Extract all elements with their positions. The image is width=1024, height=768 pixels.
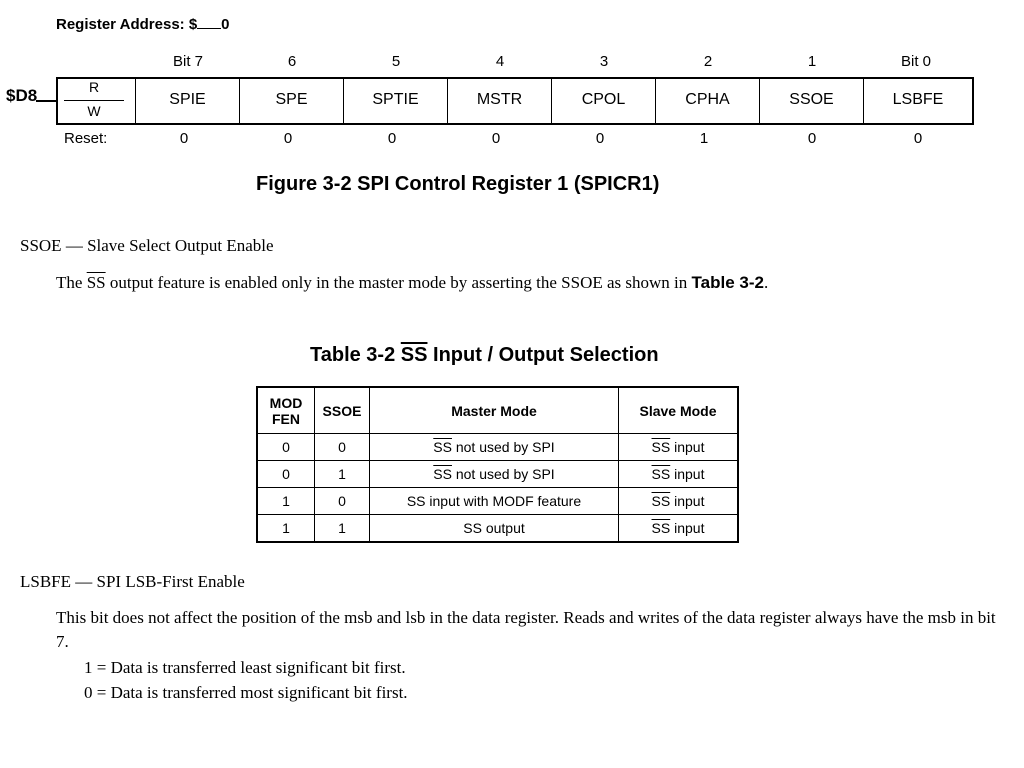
ss-overbar-text: SS bbox=[651, 439, 671, 455]
cell-slave-mode: SS input bbox=[618, 514, 739, 543]
table-caption-post: Input / Output Selection bbox=[427, 344, 659, 366]
slave-mode-text: input bbox=[670, 466, 705, 482]
ss-overbar-text: SS bbox=[651, 466, 671, 482]
bit-cell-sptie: SPTIE bbox=[344, 77, 448, 125]
rw-cell: R W bbox=[56, 77, 136, 125]
bit-cell-ssoe: SSOE bbox=[760, 77, 864, 125]
cell-master-mode: SS output bbox=[369, 514, 619, 543]
cell-modfen: 0 bbox=[256, 433, 315, 461]
table-row: 0 1 SS not used by SPI SS input bbox=[256, 460, 739, 488]
rw-divider bbox=[64, 100, 124, 101]
bit-cell-lsbfe: LSBFE bbox=[892, 91, 944, 108]
register-side-label: $D8 bbox=[6, 86, 38, 105]
bit-cell-spe: SPE bbox=[240, 77, 344, 125]
bit-number-0: Bit 0 bbox=[900, 53, 931, 70]
header-modfen-line2: FEN bbox=[272, 410, 300, 427]
register-address-suffix: 0 bbox=[221, 16, 230, 33]
header-modfen-line1: MOD bbox=[269, 394, 303, 411]
bit-number-7: Bit 7 bbox=[172, 53, 203, 70]
cell-modfen: 1 bbox=[256, 514, 315, 543]
cell-ssoe: 0 bbox=[314, 487, 370, 515]
register-pointer-line bbox=[36, 100, 58, 102]
table-row: 1 1 SS output SS input bbox=[256, 514, 739, 543]
ssoe-body-end: . bbox=[763, 273, 769, 292]
bit-cell-mstr: MSTR bbox=[448, 77, 552, 125]
register-diagram bbox=[56, 77, 974, 125]
cell-ssoe: 0 bbox=[314, 433, 370, 461]
reset-value-1: 0 bbox=[807, 130, 817, 147]
ssoe-body-mid: output feature is enabled only in the ma… bbox=[105, 273, 692, 292]
lsbfe-description: This bit does not affect the position of… bbox=[56, 608, 996, 651]
table-reference: Table 3-2 bbox=[691, 273, 764, 292]
bit-number-4: 4 bbox=[495, 53, 505, 70]
bit-number-1: 1 bbox=[807, 53, 817, 70]
cell-modfen: 1 bbox=[256, 487, 315, 515]
register-address: Register Address: $ 0 bbox=[56, 16, 230, 33]
register-address-prefix: Register Address: $ bbox=[56, 16, 198, 33]
ss-overbar-text: SS bbox=[433, 466, 452, 482]
rw-write-label: W bbox=[87, 103, 101, 119]
slave-mode-text: input bbox=[670, 439, 705, 455]
ss-overbar-text: SS bbox=[433, 439, 452, 455]
table-row: 1 0 SS input with MODF feature SS input bbox=[256, 487, 739, 515]
slave-mode-text: input bbox=[670, 520, 705, 536]
reset-value-0: 0 bbox=[913, 130, 923, 147]
cell-ssoe: 1 bbox=[314, 460, 370, 488]
cell-modfen: 0 bbox=[256, 460, 315, 488]
master-mode-text: not used by SPI bbox=[451, 439, 555, 455]
master-mode-text: SS output bbox=[463, 520, 525, 536]
bit-cell-cpha: CPHA bbox=[656, 77, 760, 125]
cell-master-mode: SS not used by SPI bbox=[369, 433, 619, 461]
reset-value-2: 1 bbox=[699, 130, 709, 147]
reset-value-7: 0 bbox=[179, 130, 189, 147]
cell-ssoe: 1 bbox=[314, 514, 370, 543]
reset-label: Reset: bbox=[64, 130, 108, 147]
bit-number-5: 5 bbox=[391, 53, 401, 70]
bit-cell-spie: SPIE bbox=[136, 77, 240, 125]
ssoe-heading: SSOE — Slave Select Output Enable bbox=[20, 236, 274, 255]
ss-overbar-text: SS bbox=[86, 273, 106, 292]
ssoe-description: The SS output feature is enabled only in… bbox=[56, 271, 1006, 295]
master-mode-text: SS input with MODF feature bbox=[406, 493, 582, 509]
master-mode-text: not used by SPI bbox=[451, 466, 555, 482]
header-master-mode: Master Mode bbox=[369, 386, 619, 434]
table-caption-ss: SS bbox=[400, 344, 428, 366]
lsbfe-option-1: 1 = Data is transferred least significan… bbox=[84, 658, 406, 677]
table-row: 0 0 SS not used by SPI SS input bbox=[256, 433, 739, 461]
reset-value-3: 0 bbox=[595, 130, 605, 147]
table-caption: Table 3-2 SS Input / Output Selection bbox=[310, 344, 659, 367]
reset-value-5: 0 bbox=[387, 130, 397, 147]
lsbfe-option-0: 0 = Data is transferred most significant… bbox=[84, 683, 408, 702]
ss-overbar-text: SS bbox=[651, 493, 671, 509]
cell-slave-mode: SS input bbox=[618, 433, 739, 461]
slave-mode-text: input bbox=[670, 493, 705, 509]
cell-slave-mode: SS input bbox=[618, 487, 739, 515]
reset-value-6: 0 bbox=[283, 130, 293, 147]
bit-number-3: 3 bbox=[599, 53, 609, 70]
table-caption-pre: Table 3-2 bbox=[310, 344, 401, 366]
reset-value-4: 0 bbox=[491, 130, 501, 147]
address-blank-line bbox=[197, 16, 222, 29]
bit-number-2: 2 bbox=[703, 53, 713, 70]
cell-master-mode: SS input with MODF feature bbox=[369, 487, 619, 515]
ss-overbar-text: SS bbox=[651, 520, 671, 536]
ssoe-body-pre: The bbox=[56, 273, 87, 292]
rw-read-label: R bbox=[88, 79, 100, 95]
header-ssoe: SSOE bbox=[314, 386, 370, 434]
cell-master-mode: SS not used by SPI bbox=[369, 460, 619, 488]
header-slave-mode: Slave Mode bbox=[618, 386, 739, 434]
figure-caption: Figure 3-2 SPI Control Register 1 (SPICR… bbox=[256, 173, 660, 195]
lsbfe-heading: LSBFE — SPI LSB-First Enable bbox=[20, 572, 245, 591]
bit-number-6: 6 bbox=[287, 53, 297, 70]
bit-cell-cpol: CPOL bbox=[552, 77, 656, 125]
cell-slave-mode: SS input bbox=[618, 460, 739, 488]
